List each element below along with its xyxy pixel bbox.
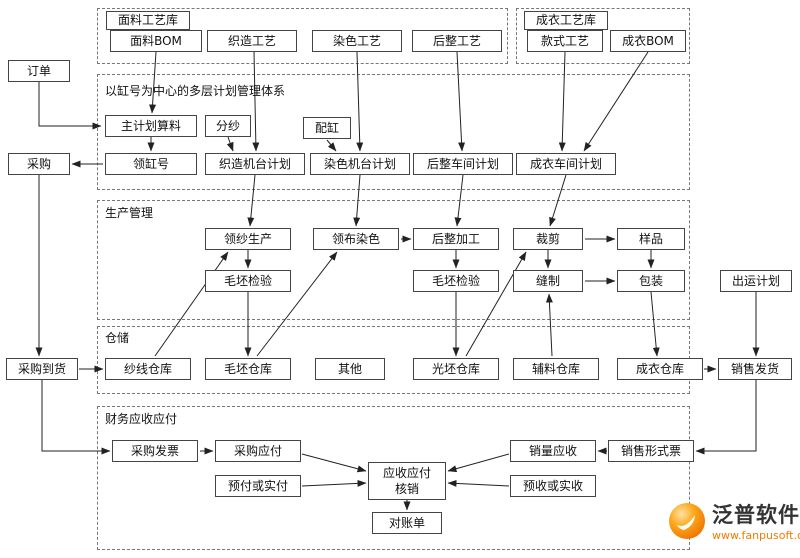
group-production-management bbox=[97, 200, 690, 320]
node-purchase: 采购 bbox=[8, 153, 70, 175]
node-purchase-payable: 采购应付 bbox=[215, 440, 301, 462]
node-vat-match: 配缸 bbox=[303, 117, 351, 139]
node-sales-receivable: 销量应收 bbox=[510, 440, 596, 462]
node-weaving-machine-plan: 织造机台计划 bbox=[205, 153, 305, 175]
node-yarn-split: 分纱 bbox=[205, 115, 251, 137]
node-ar-ap-verification: 应收应付 核销 bbox=[368, 462, 446, 500]
node-sample: 样品 bbox=[617, 228, 685, 250]
label-plan-system: 以缸号为中心的多层计划管理体系 bbox=[105, 84, 286, 98]
node-cutting: 裁剪 bbox=[513, 228, 583, 250]
node-garment-workshop-plan: 成衣车间计划 bbox=[516, 153, 616, 175]
label-finance: 财务应收应付 bbox=[105, 412, 178, 426]
node-sewing: 缝制 bbox=[513, 270, 583, 292]
node-order: 订单 bbox=[8, 60, 70, 82]
node-style-process: 款式工艺 bbox=[527, 30, 603, 52]
node-grey-inspection-1: 毛坯检验 bbox=[205, 270, 291, 292]
node-fabric-dyeing: 领布染色 bbox=[313, 228, 399, 250]
node-other-warehouse: 其他 bbox=[315, 358, 385, 380]
node-finishing-work: 后整加工 bbox=[413, 228, 499, 250]
node-fabric-bom: 面料BOM bbox=[110, 30, 202, 52]
node-statement: 对账单 bbox=[372, 512, 442, 534]
fanpu-logo: 泛普软件 www.fanpusoft.com bbox=[668, 502, 800, 544]
group-fabric-process-library bbox=[97, 8, 508, 64]
group-plan-system bbox=[97, 74, 690, 190]
node-finishing-workshop-plan: 后整车间计划 bbox=[413, 153, 513, 175]
node-dyeing-process: 染色工艺 bbox=[312, 30, 402, 52]
node-sales-delivery: 销售发货 bbox=[718, 358, 792, 380]
fanpu-logo-icon bbox=[668, 502, 706, 544]
node-garment-warehouse: 成衣仓库 bbox=[617, 358, 703, 380]
node-sales-proforma-invoice: 销售形式票 bbox=[608, 440, 694, 462]
verification-line-1: 应收应付 bbox=[382, 466, 431, 480]
node-finished-grey-warehouse: 光坯仓库 bbox=[413, 358, 499, 380]
label-production-management: 生产管理 bbox=[105, 206, 154, 220]
verification-line-2: 核销 bbox=[394, 482, 419, 496]
node-weaving-process: 织造工艺 bbox=[207, 30, 297, 52]
node-finishing-process: 后整工艺 bbox=[412, 30, 502, 52]
node-garment-bom: 成衣BOM bbox=[610, 30, 686, 52]
group-finance bbox=[97, 406, 690, 550]
node-yarn-warehouse: 纱线仓库 bbox=[105, 358, 191, 380]
node-prereceived-or-received: 预收或实收 bbox=[510, 475, 596, 497]
brand-name: 泛普软件 bbox=[712, 502, 800, 527]
node-vat-number: 领缸号 bbox=[105, 153, 197, 175]
node-shipment-plan: 出运计划 bbox=[720, 270, 792, 292]
node-master-plan: 主计划算料 bbox=[105, 115, 197, 137]
node-grey-warehouse: 毛坯仓库 bbox=[205, 358, 291, 380]
node-purchase-invoice: 采购发票 bbox=[112, 440, 198, 462]
label-garment-process-library: 成衣工艺库 bbox=[524, 11, 608, 30]
node-packing: 包装 bbox=[617, 270, 685, 292]
group-garment-process-library bbox=[516, 8, 690, 64]
node-purchase-arrival: 采购到货 bbox=[6, 358, 78, 380]
label-warehouse: 仓储 bbox=[105, 331, 130, 345]
node-yarn-production: 领纱生产 bbox=[205, 228, 291, 250]
node-accessory-warehouse: 辅料仓库 bbox=[513, 358, 599, 380]
label-fabric-process-library: 面料工艺库 bbox=[106, 11, 190, 30]
brand-url: www.fanpusoft.com bbox=[712, 529, 800, 542]
node-dyeing-machine-plan: 染色机台计划 bbox=[310, 153, 410, 175]
node-grey-inspection-2: 毛坯检验 bbox=[413, 270, 499, 292]
node-prepaid-or-paid: 预付或实付 bbox=[215, 475, 301, 497]
